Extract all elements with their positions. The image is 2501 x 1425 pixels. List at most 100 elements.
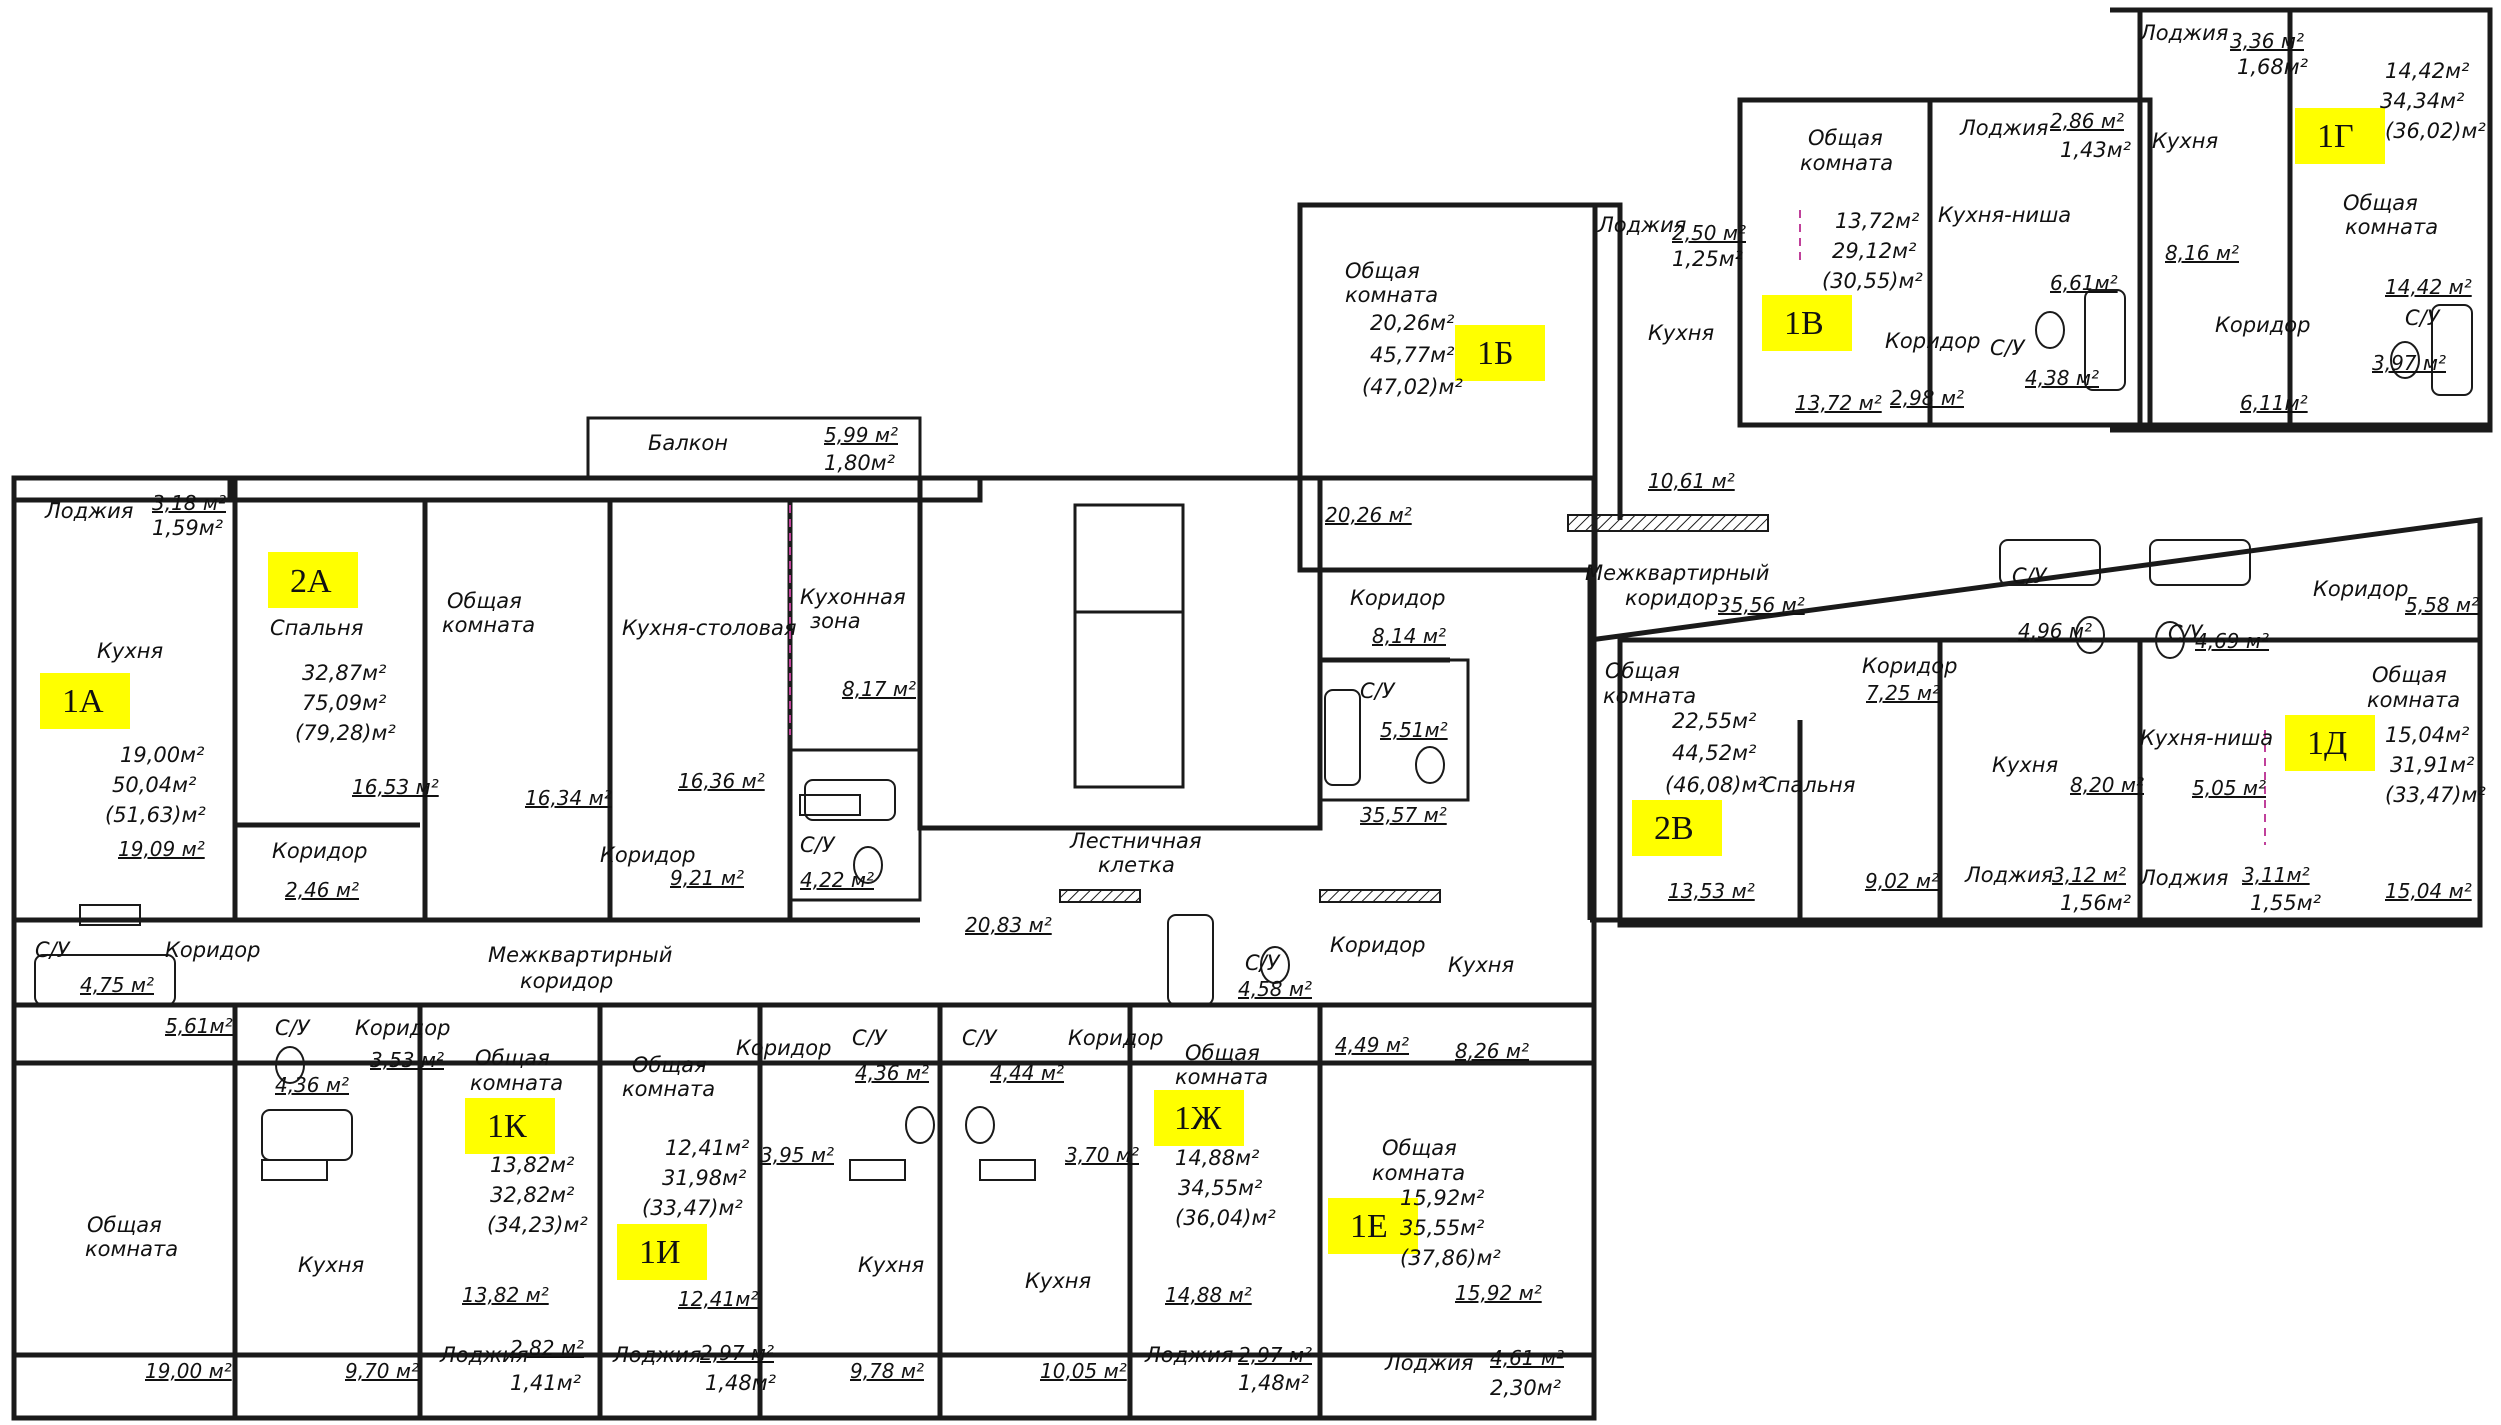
room-label: С/У	[2168, 621, 2204, 645]
room-label: 15,04 м²	[2385, 879, 2472, 903]
stove-icon	[261, 1159, 328, 1181]
room-label: 15,92м²	[1400, 1186, 1485, 1210]
room-label: Лоджия	[1964, 863, 2053, 887]
room-label: С/У	[35, 938, 71, 962]
room-label: 2,82 м²	[510, 1336, 584, 1360]
bathtub-icon	[34, 954, 176, 1006]
room-label: Лоджия	[1144, 1343, 1233, 1367]
room-label: 20,26 м²	[1325, 503, 1412, 527]
room-label: С/У	[1990, 336, 2026, 360]
room-label: Лоджия	[612, 1343, 701, 1367]
room-label: 2,30м²	[1490, 1376, 1562, 1400]
room-label: 1,80м²	[824, 451, 896, 475]
room-label: 3,12 м²	[2052, 863, 2126, 887]
room-label: 16,36 м²	[678, 769, 765, 793]
room-label: Общая	[2343, 191, 2418, 215]
room-label: 50,04м²	[112, 773, 197, 797]
room-label: 10,05 м²	[1040, 1359, 1127, 1383]
room-label: (33,47)м²	[642, 1196, 743, 1220]
room-label: (47,02)м²	[1362, 375, 1463, 399]
room-label: 1,25м²	[1672, 247, 1744, 271]
room-label: 4,22 м²	[800, 868, 874, 892]
bathtub-icon	[1999, 539, 2101, 586]
room-label: Межквартирный	[488, 943, 672, 967]
room-label: 6,11м²	[2240, 391, 2308, 415]
room-label: Коридор	[2313, 577, 2408, 601]
fixtures	[34, 289, 2473, 1181]
room-label: 13,82 м²	[462, 1283, 549, 1307]
unit-tags: 1А 2А 1Б 1В 1Г 2В 1Д 1К 1И 1Ж 1Е	[40, 108, 2385, 1280]
stove-icon	[799, 794, 861, 816]
room-label: 3,95 м²	[760, 1143, 834, 1167]
room-label: Коридор	[165, 938, 260, 962]
room-label: Кухня	[2152, 129, 2218, 153]
room-label: 3,36 м²	[2230, 29, 2304, 53]
room-label: 5,51м²	[1380, 718, 1448, 742]
room-label: 2,86 м²	[2050, 109, 2124, 133]
room-label: 9,02 м²	[1865, 869, 1939, 893]
room-label: коридор	[520, 969, 613, 993]
room-label: 44,52м²	[1672, 741, 1757, 765]
room-label: 2,50 м²	[1672, 221, 1746, 245]
room-label: Спальня	[270, 616, 363, 640]
room-label: Лоджия	[439, 1343, 528, 1367]
room-label: (37,86)м²	[1400, 1246, 1501, 1270]
room-label: Лестничная	[1069, 829, 1202, 853]
room-label: С/У	[2012, 564, 2048, 588]
toilet-icon	[275, 1046, 305, 1084]
unit-tag-2v: 2В	[1654, 810, 1694, 847]
room-label: Лоджия	[1597, 213, 1686, 237]
bathtub-icon	[2431, 304, 2473, 396]
room-label: Кухня	[298, 1253, 364, 1277]
room-label: (34,23)м²	[487, 1213, 588, 1237]
unit-tag-1e: 1Е	[1350, 1208, 1388, 1245]
room-label: Общая	[632, 1053, 707, 1077]
room-label: 32,82м²	[490, 1183, 575, 1207]
room-label: 3,53 м²	[370, 1048, 444, 1072]
room-label: Общая	[87, 1213, 162, 1237]
toilet-icon	[853, 846, 883, 884]
room-label: 4,36 м²	[275, 1073, 349, 1097]
room-label: С/У	[275, 1016, 311, 1040]
room-label: Общая	[1345, 259, 1420, 283]
room-label: 13,72м²	[1835, 209, 1920, 233]
stove-icon	[849, 1159, 906, 1181]
room-label: С/У	[2405, 306, 2441, 330]
room-label: Коридор	[1885, 329, 1980, 353]
toilet-icon	[1415, 746, 1445, 784]
room-label: 9,21 м²	[670, 866, 744, 890]
room-label: (33,47)м²	[2385, 783, 2486, 807]
room-label: 19,00 м²	[145, 1359, 232, 1383]
room-label: Лоджия	[1384, 1351, 1473, 1375]
room-label: 1,48м²	[1238, 1371, 1310, 1395]
room-label: 4,61 м²	[1490, 1346, 1564, 1370]
room-label: (36,02)м²	[2385, 119, 2486, 143]
room-label: Лоджия	[2139, 866, 2228, 890]
room-label: Кухня	[97, 639, 163, 663]
room-label: Лоджия	[1959, 116, 2048, 140]
room-label: С/У	[962, 1026, 998, 1050]
room-label: 16,53 м²	[352, 775, 439, 799]
room-label: 5,61м²	[165, 1014, 233, 1038]
room-label: клетка	[1098, 853, 1175, 877]
room-label: Общая	[1808, 126, 1883, 150]
room-label: 8,17 м²	[842, 677, 916, 701]
room-label: 32,87м²	[302, 661, 387, 685]
unit-tag-1i: 1И	[639, 1234, 681, 1271]
room-label: 14,42м²	[2385, 59, 2470, 83]
unit-totals: 19,00м² 50,04м² (51,63)м² 32,87м² 75,09м…	[105, 59, 2486, 1270]
room-label: Лоджия	[44, 499, 133, 523]
stove-icon	[79, 904, 141, 926]
room-label: 1,41м²	[510, 1371, 582, 1395]
room-label: комната	[1372, 1161, 1465, 1185]
bathtub-icon	[2149, 539, 2251, 586]
room-label: Кухня	[1648, 321, 1714, 345]
room-label: 5,05 м²	[2192, 776, 2266, 800]
room-label: 12,41м²	[678, 1287, 758, 1311]
room-label: комната	[85, 1237, 178, 1261]
room-label: комната	[1800, 151, 1893, 175]
room-label: 9,70 м²	[345, 1359, 419, 1383]
room-label: 3,18 м²	[152, 491, 226, 515]
room-label: 6,61м²	[2050, 271, 2118, 295]
room-label: 7,25 м²	[1866, 681, 1940, 705]
